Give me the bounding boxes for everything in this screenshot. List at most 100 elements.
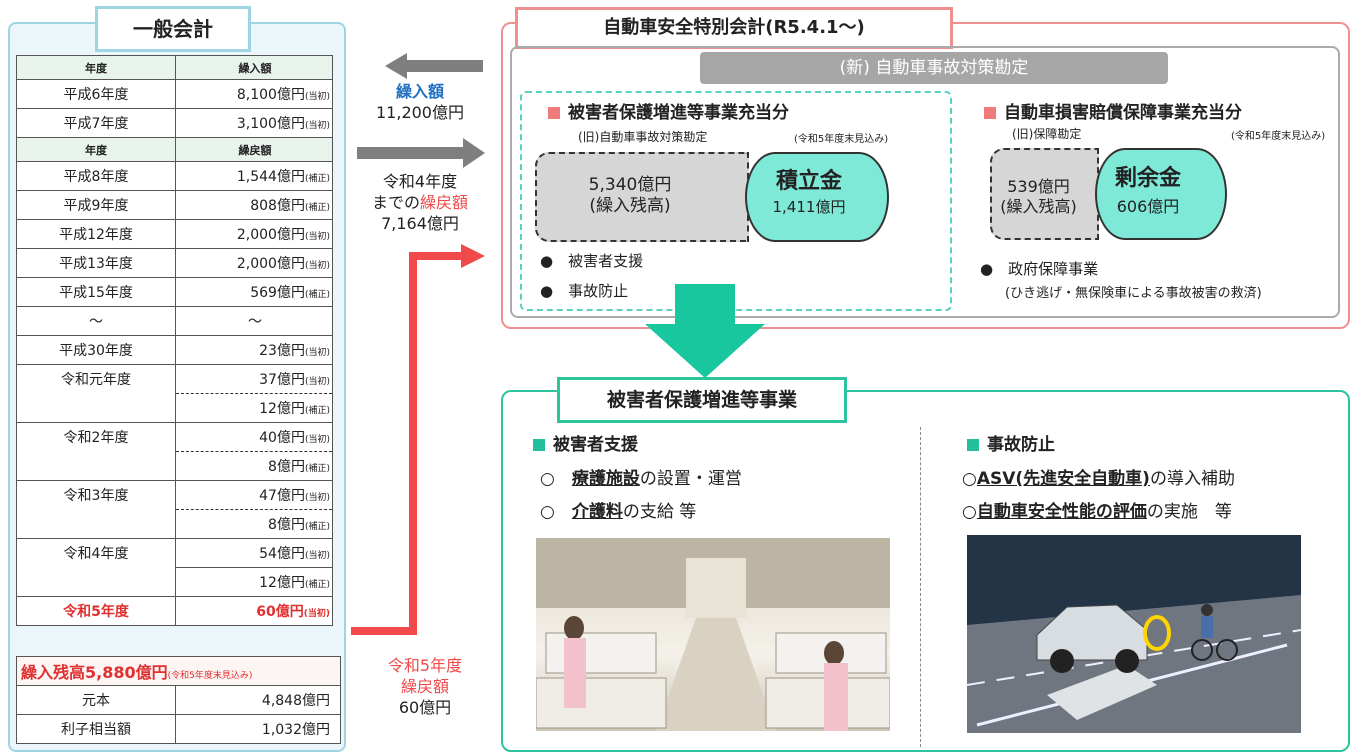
row-amount: 569億円(補正) <box>175 277 333 307</box>
balance-title-text: 繰入残高5,880億円 <box>21 663 168 682</box>
amount-note: (当初) <box>304 377 330 387</box>
table-row: 12億円(補正) <box>17 567 333 597</box>
r5-red-arrow <box>351 252 465 635</box>
table-row: 元本 4,848億円 <box>16 685 341 715</box>
table-row: 平成9年度 808億円(補正) <box>16 190 333 220</box>
support-item-2-link: 介護料 <box>571 502 623 522</box>
amount-note: (補正) <box>304 290 330 300</box>
amount-note: (当初) <box>304 92 330 102</box>
row-year: 平成7年度 <box>16 108 176 138</box>
amount-value: 40億円 <box>259 430 305 446</box>
victim-bullet-1: ● 被害者支援 <box>540 252 644 270</box>
compensation-surplus-cylinder <box>1095 148 1227 240</box>
victim-balance-cylinder <box>535 152 749 242</box>
table-row: 平成6年度 8,100億円(当初) <box>16 79 333 109</box>
victim-teal-title: 積立金 <box>775 169 842 194</box>
table-row: 平成15年度 569億円(補正) <box>16 277 333 307</box>
header-amount: 繰入額 <box>175 55 333 80</box>
row-year: 平成9年度 <box>16 190 176 220</box>
amount-value: 2,000億円 <box>236 256 305 272</box>
row-amount: 12億円(補正) <box>175 567 333 597</box>
victim-bullet-2-text: 事故防止 <box>568 282 629 300</box>
amount-note: (補正) <box>304 522 330 532</box>
victim-heading-text: 被害者保護増進等事業充当分 <box>568 103 789 123</box>
row-amount: 37億円(当初) <box>175 364 333 394</box>
compensation-teal-value: 606億円 <box>1116 197 1180 216</box>
prevention-heading: 事故防止 <box>967 430 1055 455</box>
interest-value: 1,032億円 <box>175 714 341 744</box>
balance-title-row: 繰入残高5,880億円(令和5年度末見込み) <box>16 656 341 686</box>
care-facility-illustration <box>536 538 890 731</box>
general-account-title: 一般会計 <box>95 6 251 52</box>
project-title: 被害者保護増進等事業 <box>557 377 847 423</box>
support-item-1-rest: の設置・運営 <box>639 469 742 489</box>
table-row: 利子相当額 1,032億円 <box>16 714 341 744</box>
item-mark: ○ <box>540 469 555 489</box>
victim-heading: 被害者保護増進等事業充当分 <box>548 98 789 123</box>
row-year: 令和3年度 <box>16 480 176 539</box>
amount-value: 54億円 <box>259 546 305 562</box>
compensation-note: (令和5年度末見込み) <box>1231 131 1326 142</box>
table-header: 年度 繰入額 <box>16 55 333 80</box>
row-year: ～ <box>16 306 176 336</box>
table-row: 平成12年度 2,000億円(当初) <box>16 219 333 249</box>
prevention-item-2-rest: の実施 等 <box>1146 502 1232 522</box>
table-row: 8億円(補正) <box>17 451 333 481</box>
amount-value: 1,544億円 <box>236 169 305 185</box>
header-amount: 繰戻額 <box>175 137 333 162</box>
amount-value: ～ <box>248 314 262 330</box>
row-year: 平成12年度 <box>16 219 176 249</box>
green-square-icon <box>533 439 545 451</box>
pink-square-icon <box>548 107 560 119</box>
new-account-box <box>510 46 1340 318</box>
victim-reserve-cylinder <box>745 152 889 242</box>
return-line2-pre: までの <box>371 193 420 212</box>
interest-label: 利子相当額 <box>16 714 176 744</box>
amount-value: 3,100億円 <box>236 116 305 132</box>
table-row: 平成7年度 3,100億円(当初) <box>16 108 333 138</box>
amount-value: 12億円 <box>259 401 305 417</box>
amount-value: 60億円 <box>256 604 304 620</box>
amount-note: (補正) <box>304 464 330 474</box>
return-value: 7,164億円 <box>381 214 459 233</box>
asv-car-photo <box>967 535 1301 733</box>
amount-value: 808億円 <box>250 198 305 214</box>
amount-value: 12億円 <box>259 575 305 591</box>
transfer-table-wrap: 年度 繰入額 平成6年度 8,100億円(当初) 平成7年度 3,100億円(当… <box>16 55 333 626</box>
green-square-icon <box>967 439 979 451</box>
table-row: 令和3年度 47億円(当初) <box>16 480 333 539</box>
table-row: 令和4年度 54億円(当初) <box>16 538 333 597</box>
prevention-item-2-link: 自動車安全性能の評価 <box>976 502 1147 522</box>
row-amount: 8億円(補正) <box>175 451 333 481</box>
compensation-heading-text: 自動車損害賠償保障事業充当分 <box>1004 103 1242 123</box>
transfer-table: 年度 繰入額 平成6年度 8,100億円(当初) 平成7年度 3,100億円(当… <box>16 55 333 626</box>
amount-value: 569億円 <box>250 285 305 301</box>
table-header: 年度 繰戻額 <box>16 137 333 162</box>
row-amount: ～ <box>175 306 333 336</box>
compensation-heading: 自動車損害賠償保障事業充当分 <box>984 98 1242 123</box>
row-amount: 2,000億円(当初) <box>175 219 333 249</box>
transfer-value: 11,200億円 <box>376 103 464 122</box>
row-year: 令和5年度 <box>16 596 176 626</box>
amount-value: 8億円 <box>268 459 305 475</box>
principal-label: 元本 <box>16 685 176 715</box>
table-row: 平成30年度 23億円(当初) <box>16 335 333 365</box>
amount-note: (当初) <box>304 435 330 445</box>
special-account-title: 自動車安全特別会計(R5.4.1～) <box>515 7 953 49</box>
support-item-2: ○ 介護料の支給 等 <box>540 497 696 522</box>
prevention-item-1-link: ASV(先進安全自動車) <box>976 469 1150 489</box>
amount-note: (当初) <box>304 121 330 131</box>
prevention-heading-text: 事故防止 <box>987 435 1055 455</box>
row-amount: 8,100億円(当初) <box>175 79 333 109</box>
support-heading-text: 被害者支援 <box>553 435 638 455</box>
return-arrow <box>357 138 485 168</box>
support-item-2-rest: の支給 等 <box>622 502 697 522</box>
row-year: 平成30年度 <box>16 335 176 365</box>
amount-note: (当初) <box>304 348 330 358</box>
row-year: 平成8年度 <box>16 161 176 191</box>
r5-line1: 令和5年度 <box>387 656 463 675</box>
victim-old-account: (旧)自動車事故対策勘定 <box>578 130 708 144</box>
amount-note: (補正) <box>304 580 330 590</box>
compensation-bullet-text: 政府保障事業 <box>1008 260 1099 278</box>
